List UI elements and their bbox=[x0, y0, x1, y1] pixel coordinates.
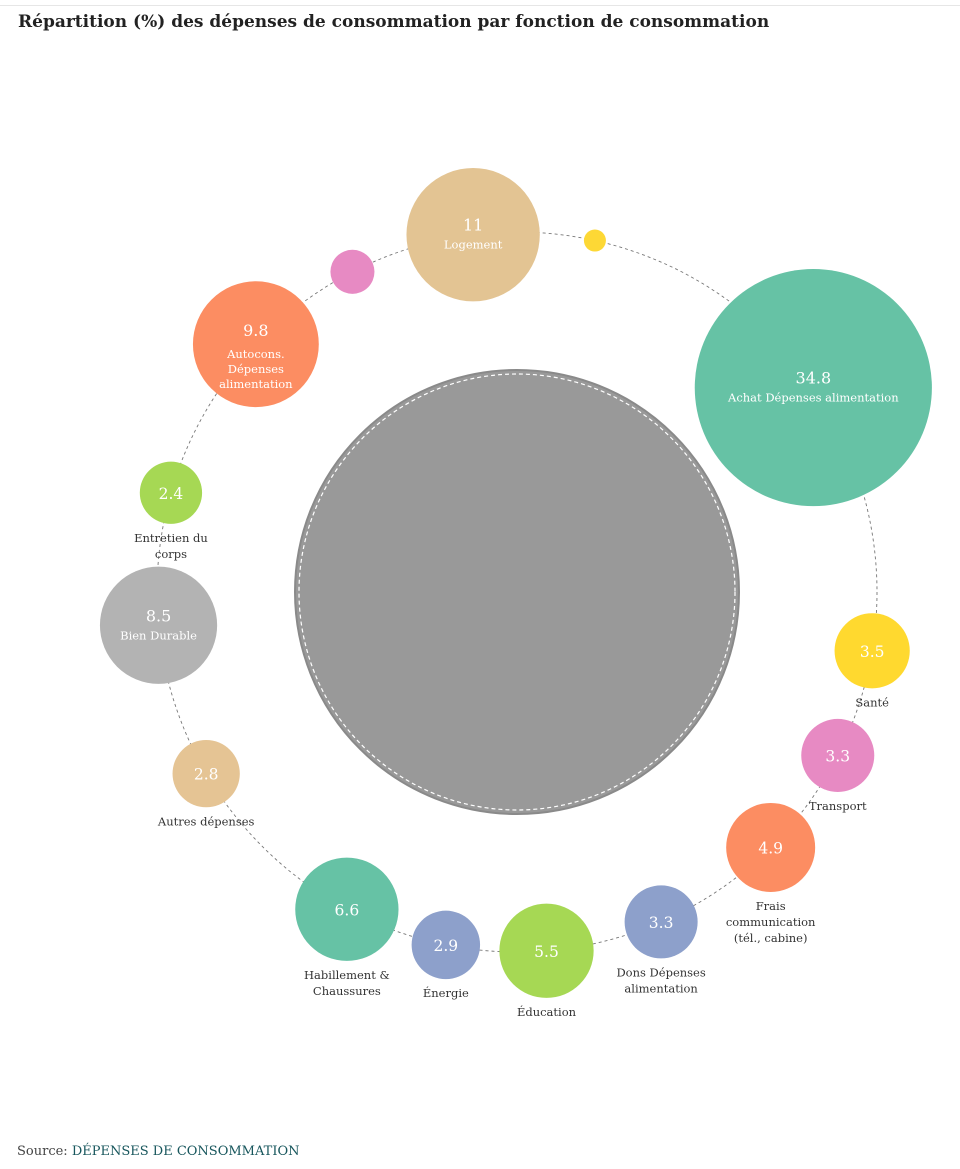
bubble-value: 3.3 bbox=[649, 914, 674, 932]
bubble-circle[interactable] bbox=[801, 718, 875, 792]
bubble-circle[interactable] bbox=[726, 802, 816, 892]
bubble-circle[interactable] bbox=[99, 566, 218, 684]
bubble-label: alimentation bbox=[219, 377, 293, 391]
bubble-value: 6.6 bbox=[335, 901, 360, 919]
bubble-value: 3.3 bbox=[825, 747, 850, 765]
bubble-label: Dons Dépenses bbox=[616, 965, 705, 979]
bubble-value: 2.4 bbox=[159, 485, 184, 503]
bubble-unlabeled-14[interactable] bbox=[330, 249, 375, 294]
bubble-label: (tél., cabine) bbox=[734, 931, 808, 945]
bubble-value: 34.8 bbox=[796, 369, 832, 388]
bubble-label: Autocons. bbox=[226, 347, 285, 361]
bubble-label: Énergie bbox=[423, 986, 469, 1000]
bubble-value: 8.5 bbox=[146, 606, 171, 625]
bubble-label: Logement bbox=[444, 238, 503, 252]
bubble-value: 4.9 bbox=[758, 839, 783, 857]
bubble-unlabeled-1[interactable] bbox=[583, 229, 606, 252]
bubble-circle[interactable] bbox=[499, 903, 594, 998]
bubble-label: corps bbox=[155, 547, 187, 561]
bubble-value: 9.8 bbox=[243, 321, 268, 340]
bubble-label: Frais bbox=[756, 899, 786, 913]
bubble-circle[interactable] bbox=[192, 281, 319, 408]
bubble-label: Santé bbox=[855, 695, 889, 709]
bubble-label: Bien Durable bbox=[120, 628, 197, 642]
bubble-label: Transport bbox=[809, 799, 867, 813]
bubble-label: communication bbox=[726, 915, 816, 929]
bubble-value: 2.8 bbox=[194, 766, 219, 784]
bubble-value: 11 bbox=[463, 216, 483, 235]
bubble-circle[interactable] bbox=[834, 613, 910, 689]
bubble-label: Achat Dépenses alimentation bbox=[727, 391, 899, 405]
bubble-circle[interactable] bbox=[411, 910, 481, 980]
bubble-value: 3.5 bbox=[860, 643, 885, 661]
bubble-label: Habillement & bbox=[304, 968, 390, 982]
bubble-circle[interactable] bbox=[583, 229, 606, 252]
bubble-circle[interactable] bbox=[139, 461, 203, 524]
bubble-label: alimentation bbox=[624, 981, 698, 995]
top-divider bbox=[0, 5, 960, 6]
bubble-circle[interactable] bbox=[694, 269, 932, 507]
source-prefix: Source: bbox=[17, 1144, 72, 1159]
chart-title: Répartition (%) des dépenses de consomma… bbox=[18, 12, 770, 32]
bubble-value: 5.5 bbox=[534, 943, 559, 961]
bubble-circle[interactable] bbox=[172, 739, 240, 808]
center-circle bbox=[294, 369, 740, 815]
source-line: Source: DÉPENSES DE CONSOMMATION bbox=[17, 1144, 300, 1159]
bubble-circle[interactable] bbox=[295, 857, 399, 961]
bubble-label: Éducation bbox=[517, 1005, 577, 1019]
bubble-label: Dépenses bbox=[228, 362, 284, 376]
source-link[interactable]: DÉPENSES DE CONSOMMATION bbox=[71, 1144, 300, 1159]
bubble-value: 2.9 bbox=[434, 937, 459, 955]
bubble-circle[interactable] bbox=[406, 168, 540, 302]
bubble-circle[interactable] bbox=[330, 249, 375, 294]
center-circle-dashed-border bbox=[298, 373, 736, 811]
bubble-label: Autres dépenses bbox=[157, 814, 255, 828]
bubble-circle[interactable] bbox=[624, 885, 698, 959]
bubble-label: Chaussures bbox=[313, 984, 381, 998]
bubble-label: Entretien du bbox=[134, 531, 208, 545]
